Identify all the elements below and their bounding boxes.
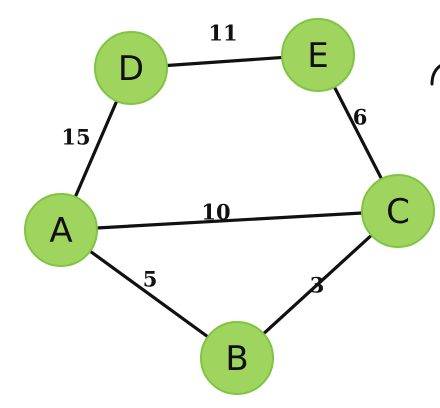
edge-weight-d-e: 11 (208, 21, 237, 46)
node-c: C (361, 174, 435, 248)
node-label-e: E (307, 36, 328, 76)
node-circle-a (24, 193, 98, 267)
nodes-layer: A B C D E (24, 18, 435, 395)
edge-weight-b-c: 3 (310, 273, 325, 298)
node-circle-d (94, 31, 168, 105)
edge-weights-layer: 11 6 15 10 5 3 (61, 21, 367, 298)
node-label-a: A (49, 211, 72, 251)
edge-weight-e-c: 6 (353, 105, 368, 130)
edge-a-c (59, 209, 400, 232)
edge-weight-a-b: 5 (143, 267, 158, 292)
node-circle-b (200, 321, 274, 395)
cropped-edge-fragment (430, 64, 440, 86)
edge-weight-d-a: 15 (61, 125, 90, 150)
node-label-c: C (386, 192, 410, 232)
node-label-b: B (225, 339, 248, 379)
node-circle-c (361, 174, 435, 248)
node-circle-e (281, 18, 355, 92)
node-label-d: D (118, 49, 144, 89)
node-d: D (94, 31, 168, 105)
node-a: A (24, 193, 98, 267)
node-b: B (200, 321, 274, 395)
node-e: E (281, 18, 355, 92)
edge-weight-a-c: 10 (201, 200, 230, 225)
